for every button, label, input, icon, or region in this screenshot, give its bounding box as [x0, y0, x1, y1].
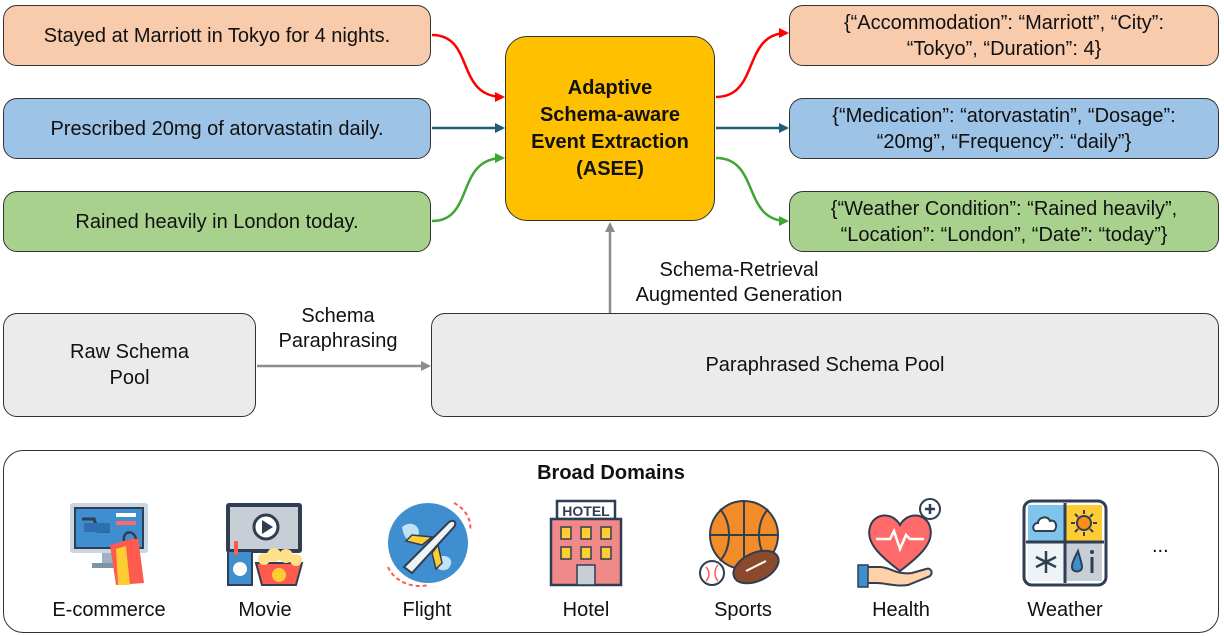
input-text-weather: Rained heavily in London today. [3, 191, 431, 252]
domain-sports: Sports [668, 497, 818, 621]
output-medication-line-1: {“Medication”: “atorvastatin”, “Dosage”: [832, 104, 1176, 127]
movie-icon [226, 503, 304, 586]
flight-icon [387, 502, 472, 587]
ecommerce-icon [70, 503, 148, 585]
domain-sports-label: Sports [714, 599, 772, 621]
sports-icon [699, 500, 780, 586]
arrow-input-1 [431, 33, 505, 102]
arrow-output-1 [715, 28, 789, 99]
paraphrasing-label: Schema Paraphrasing [262, 304, 414, 354]
domain-ecommerce: E-commerce [34, 497, 184, 621]
weather-icon [1022, 499, 1108, 587]
asee-line-2: Schema-aware [539, 103, 681, 126]
domain-flight-label: Flight [402, 599, 452, 621]
domain-flight: Flight [352, 497, 502, 621]
input-text-medication: Prescribed 20mg of atorvastatin daily. [3, 98, 431, 159]
output-medication-line-2: “20mg”, “Frequency”: “daily”} [876, 130, 1132, 153]
arrow-output-3 [715, 156, 789, 226]
hotel-icon: HOTEL [549, 499, 623, 587]
arrow-input-3 [431, 153, 505, 223]
paraphrased-pool-label: Paraphrased Schema Pool [705, 354, 945, 376]
output-hotel-line-2: “Tokyo”, “Duration”: 4} [906, 37, 1102, 60]
hotel-sign-text: HOTEL [562, 503, 610, 519]
output-weather-line-2: “Location”: “London”, “Date”: “today”} [840, 223, 1168, 246]
domain-ecommerce-label: E-commerce [52, 599, 166, 621]
domain-health-label: Health [872, 599, 930, 621]
domain-movie: Movie [190, 497, 340, 621]
domain-ellipsis: ... [1152, 535, 1169, 557]
domain-health: Health [826, 497, 976, 621]
output-json-weather: {“Weather Condition”: “Rained heavily”, “… [789, 191, 1219, 252]
raw-pool-line-1: Raw Schema [70, 341, 189, 363]
paraphrased-schema-pool: Paraphrased Schema Pool [431, 313, 1219, 417]
domain-movie-label: Movie [238, 599, 292, 621]
raw-pool-line-2: Pool [109, 367, 150, 389]
output-json-hotel: {“Accommodation”: “Marriott”, “City”: “To… [789, 5, 1219, 66]
domain-hotel: HOTEL Hotel [511, 497, 661, 621]
asee-box: Adaptive Schema-aware Event Extraction (… [505, 36, 715, 221]
output-weather-line-1: {“Weather Condition”: “Rained heavily”, [830, 197, 1178, 220]
paraphrasing-label-line-2: Paraphrasing [278, 330, 398, 352]
domain-weather-label: Weather [1027, 599, 1103, 621]
output-json-medication: {“Medication”: “atorvastatin”, “Dosage”:… [789, 98, 1219, 159]
domain-hotel-label: Hotel [562, 599, 610, 621]
health-icon [857, 498, 941, 588]
broad-domains-title: Broad Domains [537, 462, 685, 484]
paraphrasing-label-line-1: Schema [301, 305, 375, 327]
output-hotel-line-1: {“Accommodation”: “Marriott”, “City”: [843, 11, 1165, 34]
asee-line-4: (ASEE) [576, 157, 644, 180]
asee-line-3: Event Extraction [531, 130, 689, 153]
input-text-hotel-label: Stayed at Marriott in Tokyo for 4 nights… [43, 24, 391, 47]
input-text-hotel: Stayed at Marriott in Tokyo for 4 nights… [3, 5, 431, 66]
retrieval-label: Schema-Retrieval Augmented Generation [622, 258, 856, 308]
input-text-weather-label: Rained heavily in London today. [75, 210, 359, 233]
input-text-medication-label: Prescribed 20mg of atorvastatin daily. [50, 117, 384, 140]
broad-domains-panel: Broad Domains E-commerce [3, 450, 1219, 633]
domain-weather: Weather [990, 497, 1140, 621]
retrieval-label-line-2: Augmented Generation [635, 284, 843, 306]
retrieval-label-line-1: Schema-Retrieval [659, 259, 819, 281]
asee-line-1: Adaptive [567, 76, 653, 99]
